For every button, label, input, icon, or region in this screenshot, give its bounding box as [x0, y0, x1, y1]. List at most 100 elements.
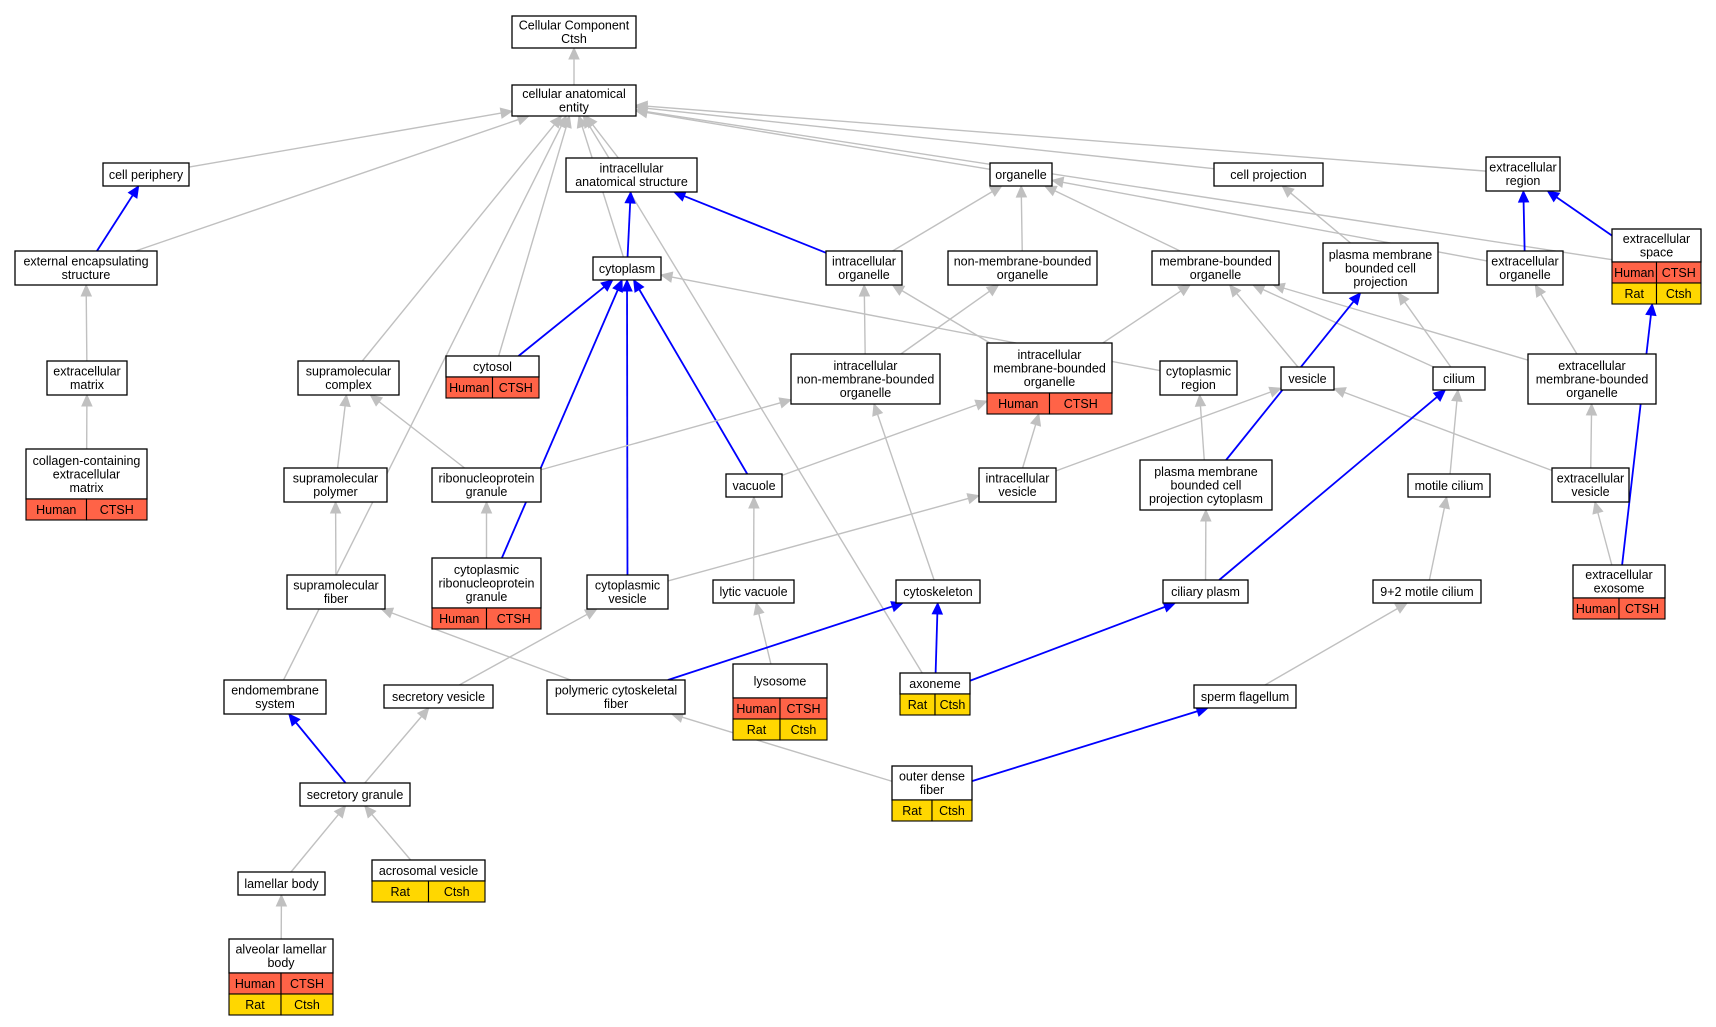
- gene-label: CTSH: [290, 977, 324, 991]
- node-box: [1159, 360, 1238, 396]
- node-box: [46, 360, 128, 396]
- node-label-line: plasma membrane: [1154, 465, 1258, 479]
- go-term-node-imbo[interactable]: intracellularmembrane-boundedorganelleHu…: [986, 342, 1113, 415]
- node-label-line: alveolar lamellar: [235, 943, 326, 957]
- edge-line: [646, 111, 991, 171]
- edge-line: [1522, 201, 1526, 252]
- arrowhead: [778, 397, 793, 409]
- go-term-node-cytosk[interactable]: cytoskeleton: [895, 579, 981, 604]
- arrowhead: [1332, 387, 1347, 398]
- edge-crnpg-to-cytoplasm: [501, 278, 623, 559]
- node-box: [14, 250, 158, 286]
- go-term-node-spermfl[interactable]: sperm flagellum: [1193, 684, 1297, 709]
- go-term-node-cilium[interactable]: cilium: [1432, 366, 1486, 391]
- node-label-line: outer dense: [899, 770, 965, 784]
- go-term-node-mc92[interactable]: 9+2 motile cilium: [1372, 579, 1482, 604]
- go-term-node-secves[interactable]: secretory vesicle: [383, 684, 494, 709]
- arrowhead: [858, 283, 871, 297]
- arrowhead: [988, 185, 1003, 197]
- edge-line: [1404, 301, 1452, 368]
- go-term-node-ccecm[interactable]: collagen-containingextracellularmatrixHu…: [25, 448, 148, 521]
- edge-line: [96, 194, 134, 252]
- node-label-line: lamellar body: [244, 877, 319, 891]
- node-box: [102, 162, 190, 187]
- go-term-node-lambody[interactable]: lamellar body: [237, 871, 326, 896]
- node-label-line: granule: [466, 485, 508, 499]
- arrowhead: [872, 402, 884, 417]
- node-label-line: ribonucleoprotein: [439, 576, 535, 590]
- go-term-node-cproj[interactable]: cell projection: [1213, 162, 1324, 187]
- go-term-node-secgran[interactable]: secretory granule: [299, 782, 411, 807]
- gene-label: CTSH: [499, 381, 533, 395]
- node-box: [1611, 228, 1702, 263]
- node-label-line: cytoplasmic: [1166, 365, 1231, 379]
- node-box: [383, 684, 494, 709]
- edge-acrves-to-secgran: [364, 805, 412, 861]
- go-term-node-motcil[interactable]: motile cilium: [1407, 473, 1491, 498]
- node-box: [237, 871, 326, 896]
- edge-smp-to-smc: [336, 393, 351, 469]
- go-term-node-org[interactable]: organelle: [989, 162, 1053, 187]
- arrowhead: [127, 184, 140, 199]
- node-label-line: vesicle: [998, 485, 1036, 499]
- go-term-node-vacuole[interactable]: vacuole: [725, 473, 783, 498]
- arrowhead: [555, 114, 567, 129]
- edge-motcil-to-cilium: [1449, 388, 1463, 475]
- edge-line: [971, 710, 1198, 782]
- go-term-node-vesicle[interactable]: vesicle: [1280, 366, 1335, 391]
- species-label: Human: [998, 397, 1038, 411]
- arrowhead: [333, 805, 347, 819]
- node-box: [228, 938, 334, 974]
- edge-line: [646, 105, 1487, 172]
- arrowhead: [621, 278, 633, 292]
- node-label-line: region: [1506, 174, 1541, 188]
- go-term-node-cp[interactable]: cell periphery: [102, 162, 190, 187]
- gene-label: CTSH: [100, 503, 134, 517]
- go-term-node-inmbo[interactable]: intracellularnon-membrane-boundedorganel…: [790, 353, 941, 405]
- edge-line: [458, 613, 588, 686]
- edge-line: [1102, 290, 1182, 344]
- node-box: [297, 360, 400, 396]
- go-term-node-lytvac[interactable]: lytic vacuole: [712, 579, 795, 604]
- arrowhead: [1645, 302, 1657, 317]
- edge-line: [1449, 400, 1458, 475]
- annotation-cell: [280, 993, 334, 1016]
- go-term-node-crnpg[interactable]: cytoplasmicribonucleoproteingranuleHuman…: [431, 557, 542, 630]
- edge-cilplasm-to-cilium: [1218, 389, 1447, 581]
- edge-line: [336, 405, 346, 469]
- annotation-cell: [485, 607, 542, 630]
- go-term-node-cilplasm[interactable]: ciliary plasm: [1162, 579, 1249, 604]
- go-term-node-cytoplasm[interactable]: cytoplasm: [592, 256, 662, 281]
